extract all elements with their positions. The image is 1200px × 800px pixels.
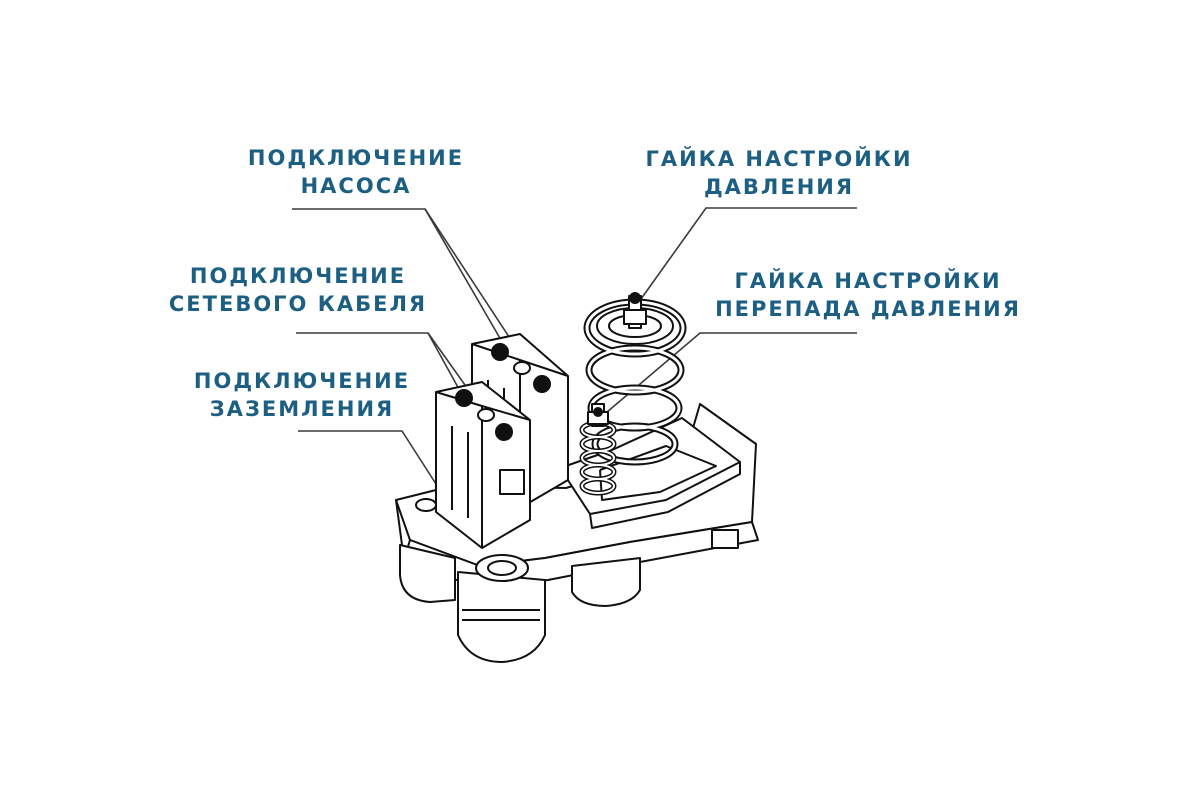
label-ground-line1: ПОДКЛЮЧЕНИЕ — [193, 369, 411, 393]
label-pump-connection: ПОДКЛЮЧЕНИЕ НАСОСА — [238, 144, 474, 200]
label-pump-line2: НАСОСА — [300, 174, 412, 198]
label-pump-line1: ПОДКЛЮЧЕНИЕ — [247, 146, 465, 170]
leader-mains-a — [296, 332, 466, 401]
label-mains-line2: СЕТЕВОГО КАБЕЛЯ — [168, 292, 428, 316]
label-mains-cable-connection: ПОДКЛЮЧЕНИЕ СЕТЕВОГО КАБЕЛЯ — [150, 262, 446, 318]
leg-left — [399, 544, 456, 603]
leader-lines — [292, 207, 857, 499]
label-ground-line2: ЗАЗЕМЛЕНИЯ — [209, 397, 395, 421]
label-pressure-line1: ГАЙКА НАСТРОЙКИ — [645, 147, 913, 171]
leader-pump-a — [292, 208, 509, 353]
label-differential-nut: ГАЙКА НАСТРОЙКИ ПЕРЕПАДА ДАВЛЕНИЯ — [690, 267, 1046, 323]
mains-terminal-screw-1 — [455, 389, 473, 407]
label-pressure-nut: ГАЙКА НАСТРОЙКИ ДАВЛЕНИЯ — [626, 145, 932, 201]
mains-terminal-screw-2 — [495, 423, 513, 441]
pressure-adjust-nut — [623, 309, 647, 325]
label-differential-line1: ГАЙКА НАСТРОЙКИ — [734, 269, 1002, 293]
label-pressure-line2: ДАВЛЕНИЯ — [703, 175, 855, 199]
label-ground-connection: ПОДКЛЮЧЕНИЕ ЗАЗЕМЛЕНИЯ — [180, 367, 424, 423]
pump-terminal-screw-2 — [533, 375, 551, 393]
label-mains-line1: ПОДКЛЮЧЕНИЕ — [189, 264, 407, 288]
label-differential-line2: ПЕРЕПАДА ДАВЛЕНИЯ — [715, 297, 1021, 321]
leader-ground — [298, 430, 446, 499]
leg-right — [571, 557, 641, 607]
pressure-switch — [395, 292, 759, 663]
leg-front — [457, 571, 546, 663]
leader-pressure — [635, 207, 857, 307]
pump-terminal-screw-1 — [491, 343, 509, 361]
